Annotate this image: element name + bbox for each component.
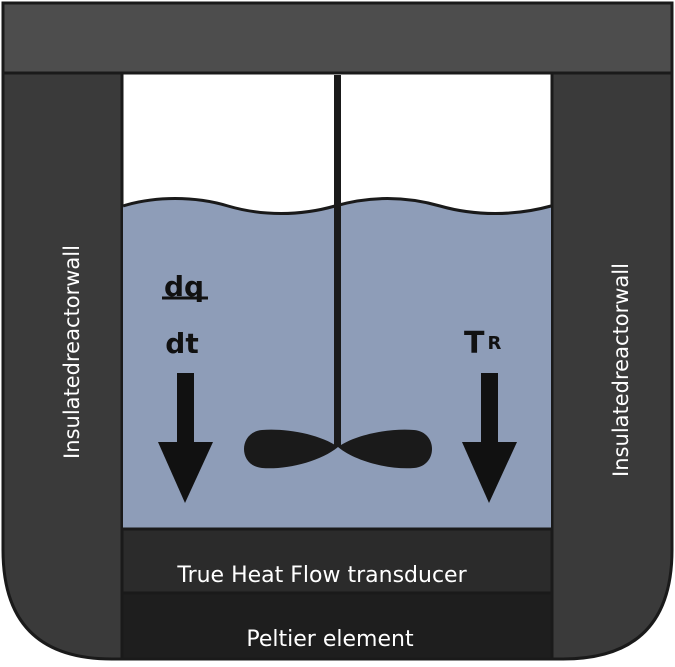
- flux-denominator: dt: [165, 327, 198, 360]
- peltier-label: Peltier element: [246, 627, 414, 652]
- stirrer-icon: [244, 75, 432, 469]
- temperature-subscript: R: [487, 333, 501, 354]
- peltier-block: [120, 591, 554, 661]
- left-wall-label: Insulatedreactorwall: [60, 245, 84, 459]
- transducer-label: True Heat Flow transducer: [176, 563, 467, 588]
- arrow-down-icon: [462, 373, 517, 503]
- arrow-down-icon: [158, 373, 213, 503]
- temperature-main: T: [464, 326, 485, 361]
- reactor-lid: [1, 1, 674, 75]
- right-wall-label: Insulatedreactorwall: [609, 263, 633, 477]
